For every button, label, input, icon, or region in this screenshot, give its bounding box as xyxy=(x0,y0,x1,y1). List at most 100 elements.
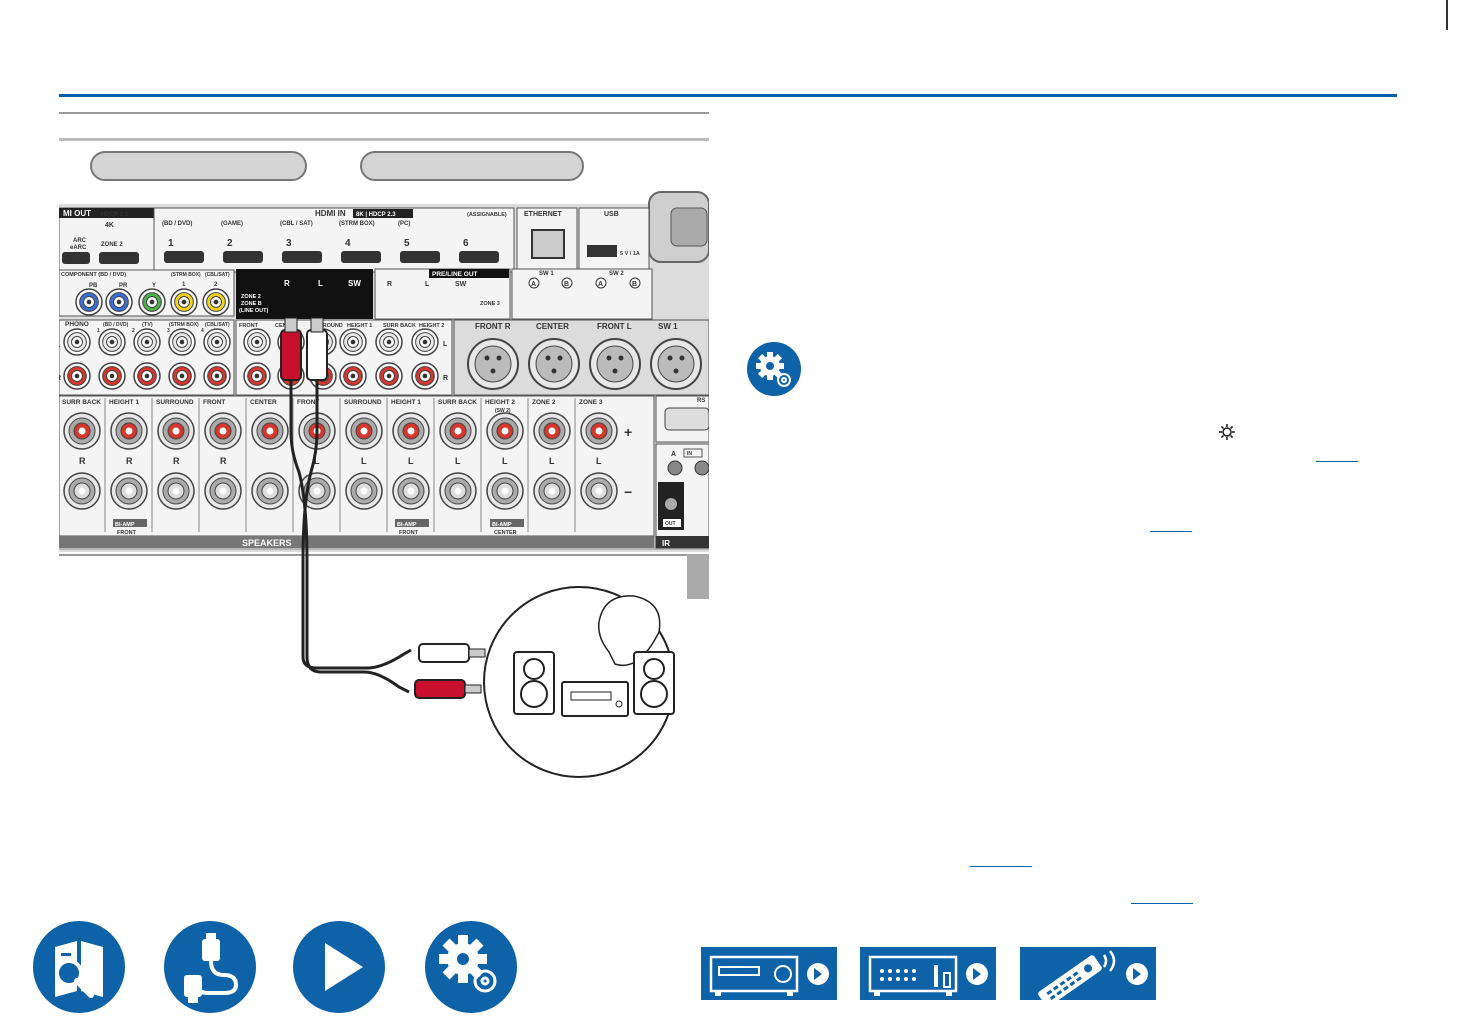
page-ref-link-3[interactable] xyxy=(970,866,1032,867)
pre-r-label: R xyxy=(443,375,448,382)
ir-in-label: IN xyxy=(687,451,692,457)
rca-jack xyxy=(243,362,271,390)
rca-plug-red xyxy=(280,329,302,381)
speaker-terminal xyxy=(392,472,430,510)
speaker-terminal xyxy=(157,472,195,510)
hdmi-input-number: 6 xyxy=(463,238,469,249)
out-4k-label: 4K xyxy=(105,222,114,229)
hdmi-port xyxy=(164,251,204,263)
speaker-column-label: ZONE 3 xyxy=(579,399,603,406)
rca-jack xyxy=(375,328,403,356)
sw-letter: B xyxy=(564,281,569,288)
speaker-terminal xyxy=(580,412,618,450)
remote-controller-icon xyxy=(1038,950,1148,1000)
biamp-badge xyxy=(113,519,147,527)
rca-jack xyxy=(168,362,196,390)
biamp-target-label: CENTER xyxy=(494,530,517,536)
pre-out-column-label: SURROUND xyxy=(311,323,343,329)
sw-letter-badge xyxy=(561,277,573,289)
remote-controller-button[interactable] xyxy=(1020,947,1156,1000)
sw-letter-badge xyxy=(595,277,607,289)
speakers-label: SPEAKERS xyxy=(242,538,292,548)
hdmi-port xyxy=(223,251,263,263)
setup-button[interactable] xyxy=(425,921,517,1013)
ir-label: IR xyxy=(662,539,670,548)
rca-jack xyxy=(203,328,231,356)
rca-jack xyxy=(98,362,126,390)
gear-icon xyxy=(439,935,497,993)
ir-a-label: A xyxy=(671,451,676,458)
rca-jack xyxy=(203,362,231,390)
cable-icon xyxy=(184,933,239,1003)
playback-button[interactable] xyxy=(293,921,385,1013)
rca-jack xyxy=(202,288,230,316)
right-handle xyxy=(360,151,584,181)
speaker-terminal xyxy=(533,412,571,450)
comp-1-label: 1 xyxy=(182,282,186,288)
speaker-channel-label: R xyxy=(220,456,227,466)
speaker-column-label: SURR BACK xyxy=(438,399,477,406)
zone2-line-out-3: (LINE OUT) xyxy=(239,308,268,314)
in-strm: (STRM BOX) xyxy=(169,322,199,328)
rca-jack xyxy=(170,288,198,316)
header-rule xyxy=(59,94,1397,97)
minus-sign: − xyxy=(624,484,632,500)
book-search-icon xyxy=(55,941,103,998)
hdmi-port xyxy=(282,251,322,263)
xlr-label: SW 1 xyxy=(658,322,678,331)
zone-sw-label: SW xyxy=(348,279,361,288)
in-num-1: 1 xyxy=(97,328,100,334)
hdmi-input-label: (BD / DVD) xyxy=(162,221,192,227)
page-ref-link-4[interactable] xyxy=(1131,903,1193,904)
xlr-label: FRONT L xyxy=(597,322,632,331)
speaker-terminal xyxy=(63,472,101,510)
comp-pr-label: PR xyxy=(119,283,128,289)
speaker-channel-label: L xyxy=(408,456,414,466)
end-plug-white xyxy=(418,643,470,663)
rca-jack xyxy=(133,328,161,356)
xlr-label: CENTER xyxy=(536,322,569,331)
ethernet-port xyxy=(531,229,565,259)
speaker-terminal xyxy=(251,472,289,510)
page-ref-link-1[interactable] xyxy=(1316,461,1358,462)
page-edge-mark xyxy=(1446,0,1448,30)
usb-port xyxy=(587,245,617,257)
usb-rating: 5 V / 1A xyxy=(620,251,640,257)
sw-letter-badge xyxy=(629,277,641,289)
sw-letter: B xyxy=(632,281,637,288)
xlr-label: FRONT R xyxy=(475,322,511,331)
in-num-3: 3 xyxy=(167,328,170,334)
pre-line-out-label: PRE/LINE OUT xyxy=(432,271,478,278)
hdmi-port xyxy=(400,251,440,263)
rca-jack xyxy=(411,328,439,356)
speaker-terminal xyxy=(486,412,524,450)
gear-icon xyxy=(1218,423,1236,441)
speaker-terminal xyxy=(63,412,101,450)
biamp-target-label: FRONT xyxy=(117,530,137,536)
speaker-channel-label: L xyxy=(502,456,508,466)
connections-button[interactable] xyxy=(164,921,256,1013)
page-ref-link-2[interactable] xyxy=(1150,531,1192,532)
ir-out-label: OUT xyxy=(665,521,676,527)
speaker-column-label: SURROUND xyxy=(344,399,382,406)
speaker-column-label: SURROUND xyxy=(156,399,194,406)
hdmi-input-number: 5 xyxy=(404,238,410,249)
speaker-channel-label: R xyxy=(173,456,180,466)
hdmi-inputs: (BD / DVD)1(GAME)2(CBL / SAT)3(STRM BOX)… xyxy=(162,221,499,263)
comp-y-label: Y xyxy=(152,283,156,289)
rca-jack xyxy=(98,328,126,356)
in-cbl: (CBL/SAT) xyxy=(205,322,230,328)
rca-jack xyxy=(339,328,367,356)
pre-l-label: L xyxy=(443,341,448,348)
zone3-r: R xyxy=(387,281,392,288)
contents-button[interactable] xyxy=(33,921,125,1013)
ethernet-label: ETHERNET xyxy=(524,211,562,218)
in-bd-dvd: (BD / DVD) xyxy=(103,322,129,328)
speaker-column-label: CENTER xyxy=(250,399,277,406)
rear-panel-button[interactable] xyxy=(860,947,996,1000)
hdmi-port xyxy=(459,251,499,263)
speaker-terminal xyxy=(204,472,242,510)
cbl-sat-label: (CBL/SAT) xyxy=(205,272,230,278)
front-panel-button[interactable] xyxy=(701,947,837,1000)
settings-note-icon xyxy=(747,342,801,396)
